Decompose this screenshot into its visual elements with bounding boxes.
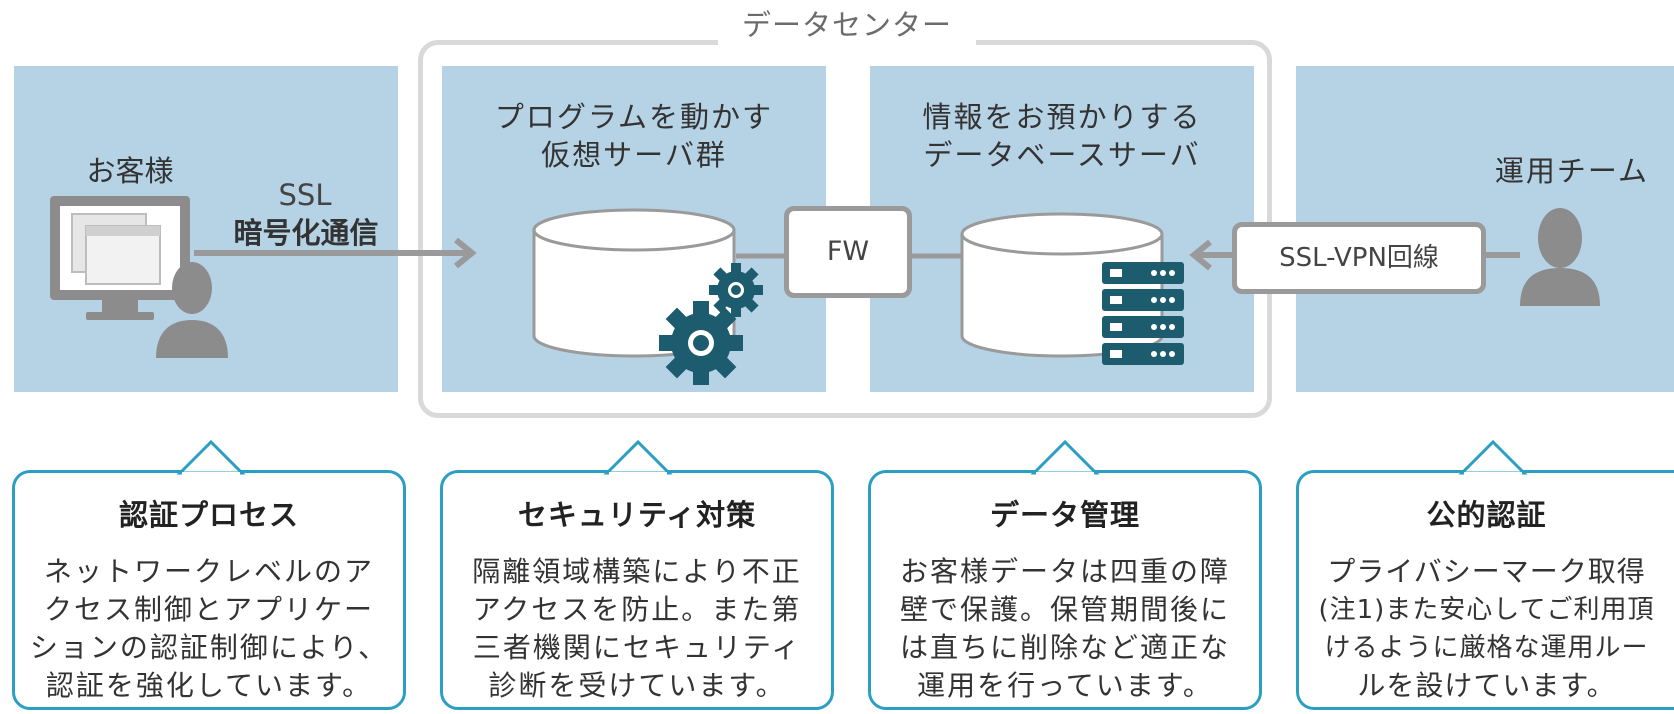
callout-auth-title: 認証プロセス: [118, 498, 299, 532]
callout-certification-line: (注1)また安心してご利用頂: [1318, 595, 1655, 625]
ssl-label-line1: SSL: [278, 178, 332, 212]
operations-label: 運用チーム: [1494, 154, 1650, 188]
vm-group-line1: プログラムを動かす: [494, 100, 774, 134]
customer-label: お客様: [86, 154, 174, 188]
datacenter-title: データセンター: [718, 4, 976, 46]
callout-certification-pointer: [1458, 439, 1528, 476]
ssl-arrow: [194, 237, 477, 269]
callout-auth: 認証プロセス ネットワークレベルのア クセス制御とアプリケー ションの認証制御に…: [12, 470, 406, 710]
callout-data-body: お客様データは四重の障 壁で保護。保管期間後に は直ちに削除など適正な 運用を行…: [879, 553, 1251, 705]
callout-data-title: データ管理: [989, 498, 1140, 532]
callout-data-line: は直ちに削除など適正な: [899, 631, 1230, 664]
callout-data-line: 運用を行っています。: [917, 669, 1213, 702]
callout-data-line: お客様データは四重の障: [899, 555, 1230, 588]
callout-certification-body: プライバシーマーク取得 (注1)また安心してご利用頂 けるように厳格な運用ルー …: [1299, 553, 1674, 705]
callout-auth-line: 認証を強化しています。: [45, 669, 373, 702]
callout-security-line: 診断を受けています。: [488, 669, 786, 702]
callout-security-line: 三者機関にセキュリティ: [472, 631, 802, 664]
callout-security-line: 隔離領域構築により不正: [472, 555, 802, 588]
vpn-label: SSL-VPN回線: [1279, 243, 1439, 273]
callout-auth-line: クセス制御とアプリケー: [43, 593, 374, 626]
firewall-box: FW: [784, 206, 912, 298]
monitor-icon: [50, 196, 190, 320]
operator-person-icon: [1520, 208, 1600, 306]
callout-data-pointer: [1030, 439, 1100, 476]
gear-small-icon: [709, 263, 763, 317]
callout-auth-line: ネットワークレベルのア: [43, 555, 374, 588]
callout-data: データ管理 お客様データは四重の障 壁で保護。保管期間後に は直ちに削除など適正…: [868, 470, 1262, 710]
callout-security-title: セキュリティ対策: [517, 498, 757, 532]
callout-certification-line: けるように厳格な運用ルー: [1324, 633, 1649, 663]
vpn-box: SSL-VPN回線: [1232, 222, 1486, 294]
callout-data-line: 壁で保護。保管期間後に: [899, 593, 1230, 626]
callout-certification-line: ルを設けています。: [1357, 669, 1616, 702]
callout-security: セキュリティ対策 隔離領域構築により不正 アクセスを防止。また第 三者機関にセキ…: [440, 470, 834, 710]
callout-security-body: 隔離領域構築により不正 アクセスを防止。また第 三者機関にセキュリティ 診断を受…: [451, 553, 823, 705]
callout-auth-line: ションの認証制御により、: [29, 631, 389, 664]
callout-certification-title: 公的認証: [1426, 498, 1547, 532]
callout-security-line: アクセスを防止。また第: [472, 593, 802, 626]
callout-security-pointer: [603, 439, 673, 476]
customer-person-icon: [156, 262, 228, 358]
callout-certification-line: プライバシーマーク取得: [1327, 555, 1646, 588]
firewall-label: FW: [826, 236, 870, 267]
server-rack-icon: [1102, 262, 1184, 365]
db-server-line1: 情報をお預かりする: [922, 100, 1202, 134]
callout-auth-body: ネットワークレベルのア クセス制御とアプリケー ションの認証制御により、 認証を…: [23, 553, 395, 705]
gear-icon: [659, 301, 743, 385]
callout-certification: 公的認証 プライバシーマーク取得 (注1)また安心してご利用頂 けるように厳格な…: [1296, 470, 1674, 710]
callout-auth-pointer: [176, 439, 246, 476]
ssl-label-line2: 暗号化通信: [233, 216, 379, 250]
db-server-line2: データベースサーバ: [923, 138, 1201, 172]
vm-group-line2: 仮想サーバ群: [541, 138, 727, 172]
